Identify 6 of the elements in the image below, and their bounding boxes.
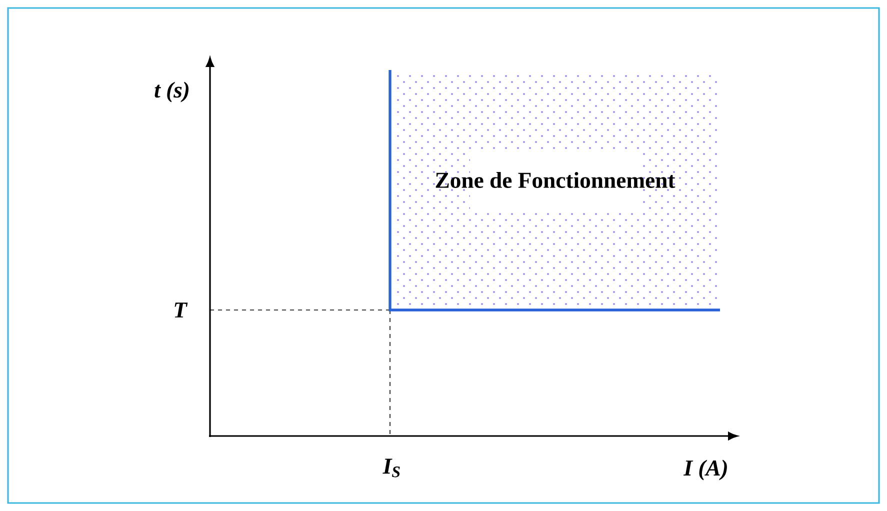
axis-label: t (s) <box>154 82 188 102</box>
axis-label: T <box>174 302 188 318</box>
axis-label: I$_{S}$ <box>382 458 400 478</box>
node-label: Zone de Fonctionnement <box>436 172 676 188</box>
zone-area: Zone de Fonctionnement <box>388 70 720 312</box>
axis-label: I (A) <box>683 460 727 480</box>
